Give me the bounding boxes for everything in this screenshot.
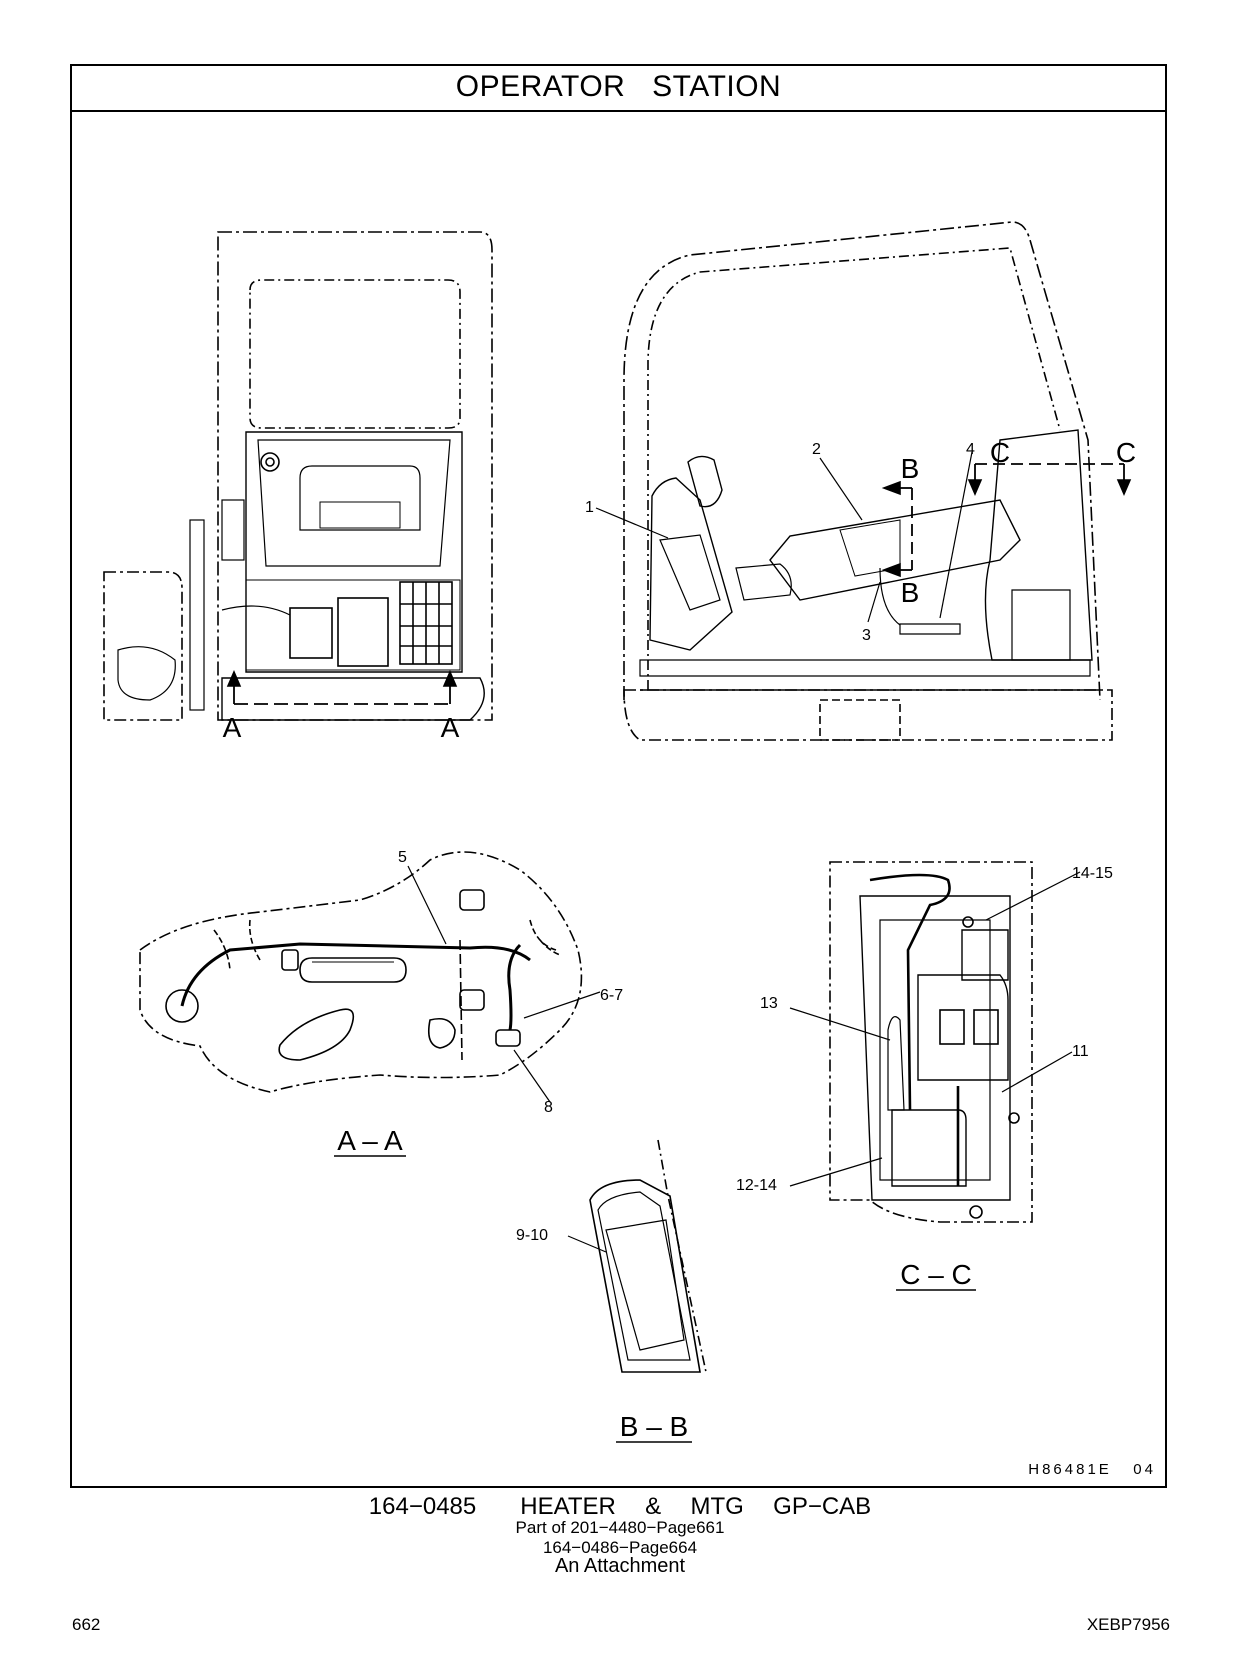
section-mark-c-right: C [1116,437,1136,468]
section-a-a-detail [139,851,601,1103]
cab-side-view [595,221,1132,741]
caption-part-of: Part of 201−4480−Page661 [515,1518,725,1537]
caption-reference: 164−0486−Page664 [542,1538,698,1557]
callout-13: 13 [760,995,778,1012]
view-label-c-c: C – C [900,1259,972,1290]
callout-11: 11 [1072,1043,1089,1060]
view-label-b-b: B – B [620,1411,688,1442]
drawing-frame [70,64,1167,1488]
callout-3: 3 [862,627,871,644]
document-id: XEBP7956 [1086,1615,1170,1634]
page-number: 662 [72,1615,101,1634]
caption-part-number: 164−0485 HEATER & MTG GP−CAB [368,1493,872,1520]
section-mark-c-left: C [990,437,1010,468]
callout-12-14: 12-14 [736,1177,777,1194]
section-mark-a-left: A [223,712,242,743]
callout-9-10: 9-10 [516,1227,548,1244]
section-mark-b-top: B [901,453,920,484]
callout-6-7: 6-7 [600,987,623,1004]
section-c-c-detail [789,861,1081,1223]
callout-1: 1 [585,499,594,516]
section-b-b-detail [567,1139,707,1373]
callout-14-15: 14-15 [1072,865,1113,882]
view-label-a-a: A – A [337,1125,403,1156]
cab-rear-view [103,231,493,721]
callout-5: 5 [398,849,407,866]
drawing-code: H86481E 04 [1028,1461,1156,1478]
callout-8: 8 [544,1099,553,1116]
page-title: OPERATOR STATION [70,64,1167,112]
section-mark-b-bottom: B [901,577,920,608]
caption-attachment: An Attachment [554,1555,686,1577]
callout-4: 4 [966,441,975,458]
section-mark-a-right: A [441,712,460,743]
callout-2: 2 [812,441,821,458]
